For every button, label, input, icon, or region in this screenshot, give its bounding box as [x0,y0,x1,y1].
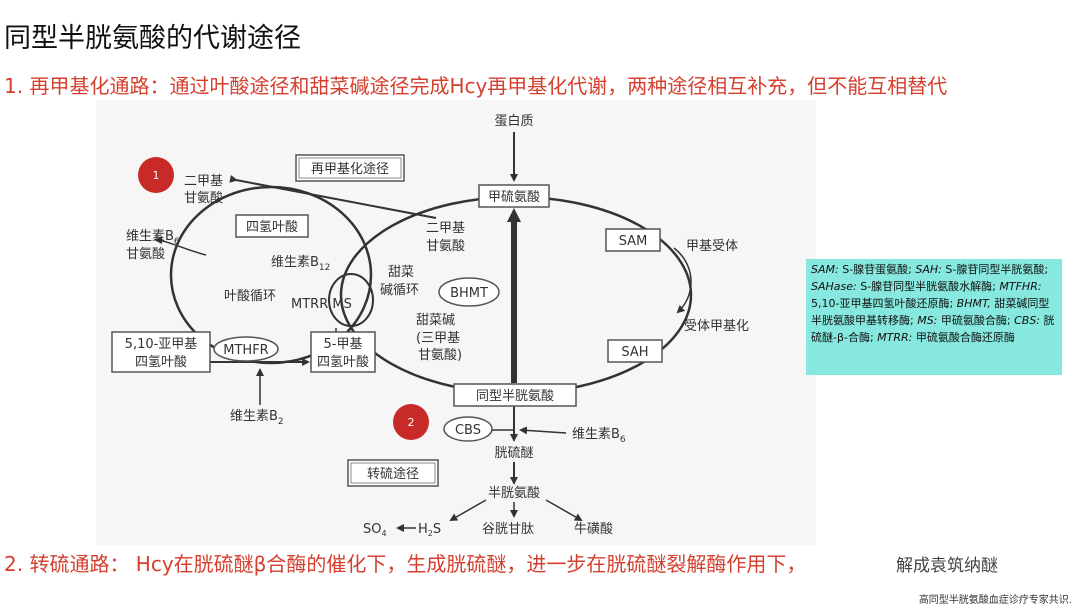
watermark: 解成袁筑纳醚 [896,556,998,576]
h2s-label: H2S [418,522,441,538]
legend-term: BHMT, 甜菜碱同型半胱氨酸甲基转移酶; [811,297,1050,327]
badge-2 [393,404,429,440]
dimethylglycine-inner-1: 二甲基 [426,221,465,236]
legend-term: SAM: S-腺苷蛋氨酸; [811,263,916,276]
remethylation-title: 再甲基化途径 [311,161,389,177]
methylene-thf-1: 5,10-亚甲基 [125,337,198,352]
methylene-thf-box [111,331,211,373]
vitb12-label: 维生素B12 [271,255,330,273]
taurine-label: 牛磺酸 [574,522,613,537]
homocysteine-box [453,383,577,407]
sah-box [607,339,663,363]
source-footer: 高同型半胱氨酸血症诊疗专家共识. [918,595,1072,606]
page-title: 同型半胱氨酸的代谢途径 [4,23,301,54]
badge-2-label: 2 [408,416,415,429]
folate-cycle-label: 叶酸循环 [224,289,276,304]
methyl-thf-1: 5-甲基 [324,337,363,352]
betaine-cycle-1: 甜菜 [388,264,414,280]
methionine-label: 甲硫氨酸 [488,190,540,205]
cysteine-label: 半胱氨酸 [488,486,540,501]
badge-1 [138,157,174,193]
transsulfuration-title: 转硫途径 [367,466,419,482]
legend-term: MS: 甲硫氨酸合酶; [917,314,1015,327]
vitb2-label: 维生素B2 [230,409,284,427]
metabolism-diagram: 蛋白质 甲硫氨酸 SAM SAH 同型半胱氨酸 甲基受体 受体甲基化 再甲基化途… [96,100,816,545]
glutathione-label: 谷胱甘肽 [482,522,534,537]
protein-label: 蛋白质 [494,113,533,129]
methyl-thf-box [310,331,376,373]
legend-term: CBS: 胱硫醚-β-合酶; [811,314,1055,344]
methyl-thf-2: 四氢叶酸 [317,355,369,370]
diagram-svg: 蛋白质 甲硫氨酸 SAM SAH 同型半胱氨酸 甲基受体 受体甲基化 再甲基化途… [111,113,749,538]
mthfr-label: MTHFR [223,343,268,358]
dimethylglycine-outer-1: 二甲基 [184,174,223,189]
sah-label: SAH [621,345,648,360]
cystathionine-label: 胱硫醚 [494,446,533,461]
methylene-thf-2: 四氢叶酸 [135,355,187,370]
mtrr-cycle-ring [328,273,374,327]
betaine-2: (三甲基 [416,331,460,346]
legend-term: MTRR: 甲硫氨酸合酶还原酶 [877,331,1015,344]
methyl-acceptor-label: 甲基受体 [686,239,738,254]
cbs-label: CBS [455,423,481,438]
mtrr-ms-label: MTRR MS [291,297,352,312]
transsulfuration-title-box [347,459,439,487]
dimethylglycine-inner-2: 甘氨酸 [426,239,465,254]
sam-box [605,228,661,252]
betaine-cycle-2: 碱循环 [380,283,419,298]
methionine-box [478,184,550,208]
betaine-3: 甘氨酸) [418,348,462,363]
betaine-1: 甜菜碱 [416,312,455,328]
glycine-label: 甘氨酸 [126,247,165,262]
dimethylglycine-outer-2: 甘氨酸 [184,191,223,206]
thf-box [235,214,309,238]
legend-term: SAHase: S-腺苷同型半胱氨酸水解酶; [811,280,1000,293]
vitb6-left-label: 维生素B6 [126,229,180,247]
transsulfuration-description: 2. 转硫通路： Hcy在胱硫醚β合酶的催化下，生成胱硫醚，进一步在胱硫醚裂解酶… [4,552,807,576]
remethylation-title-box [295,154,405,182]
sam-label: SAM [619,234,648,249]
so4-label: SO4 [363,522,387,538]
bhmt-label: BHMT [450,286,488,301]
thf-label: 四氢叶酸 [246,220,298,235]
vitb6-right-label: 维生素B6 [572,427,626,445]
legend-term: SAH: S-腺苷同型半胱氨酸; [915,263,1049,276]
abbreviation-legend: SAM: S-腺苷蛋氨酸; SAH: S-腺苷同型半胱氨酸; SAHase: S… [806,259,1062,375]
badge-1-label: 1 [153,169,160,182]
homocysteine-label: 同型半胱氨酸 [476,389,554,404]
legend-term: MTFHR: 5,10-亚甲基四氢叶酸还原酶; [811,280,1042,310]
acceptor-methylated-label: 受体甲基化 [684,319,749,334]
remethylation-description: 1. 再甲基化通路：通过叶酸途径和甜菜碱途径完成Hcy再甲基化代谢，两种途径相互… [4,74,948,98]
